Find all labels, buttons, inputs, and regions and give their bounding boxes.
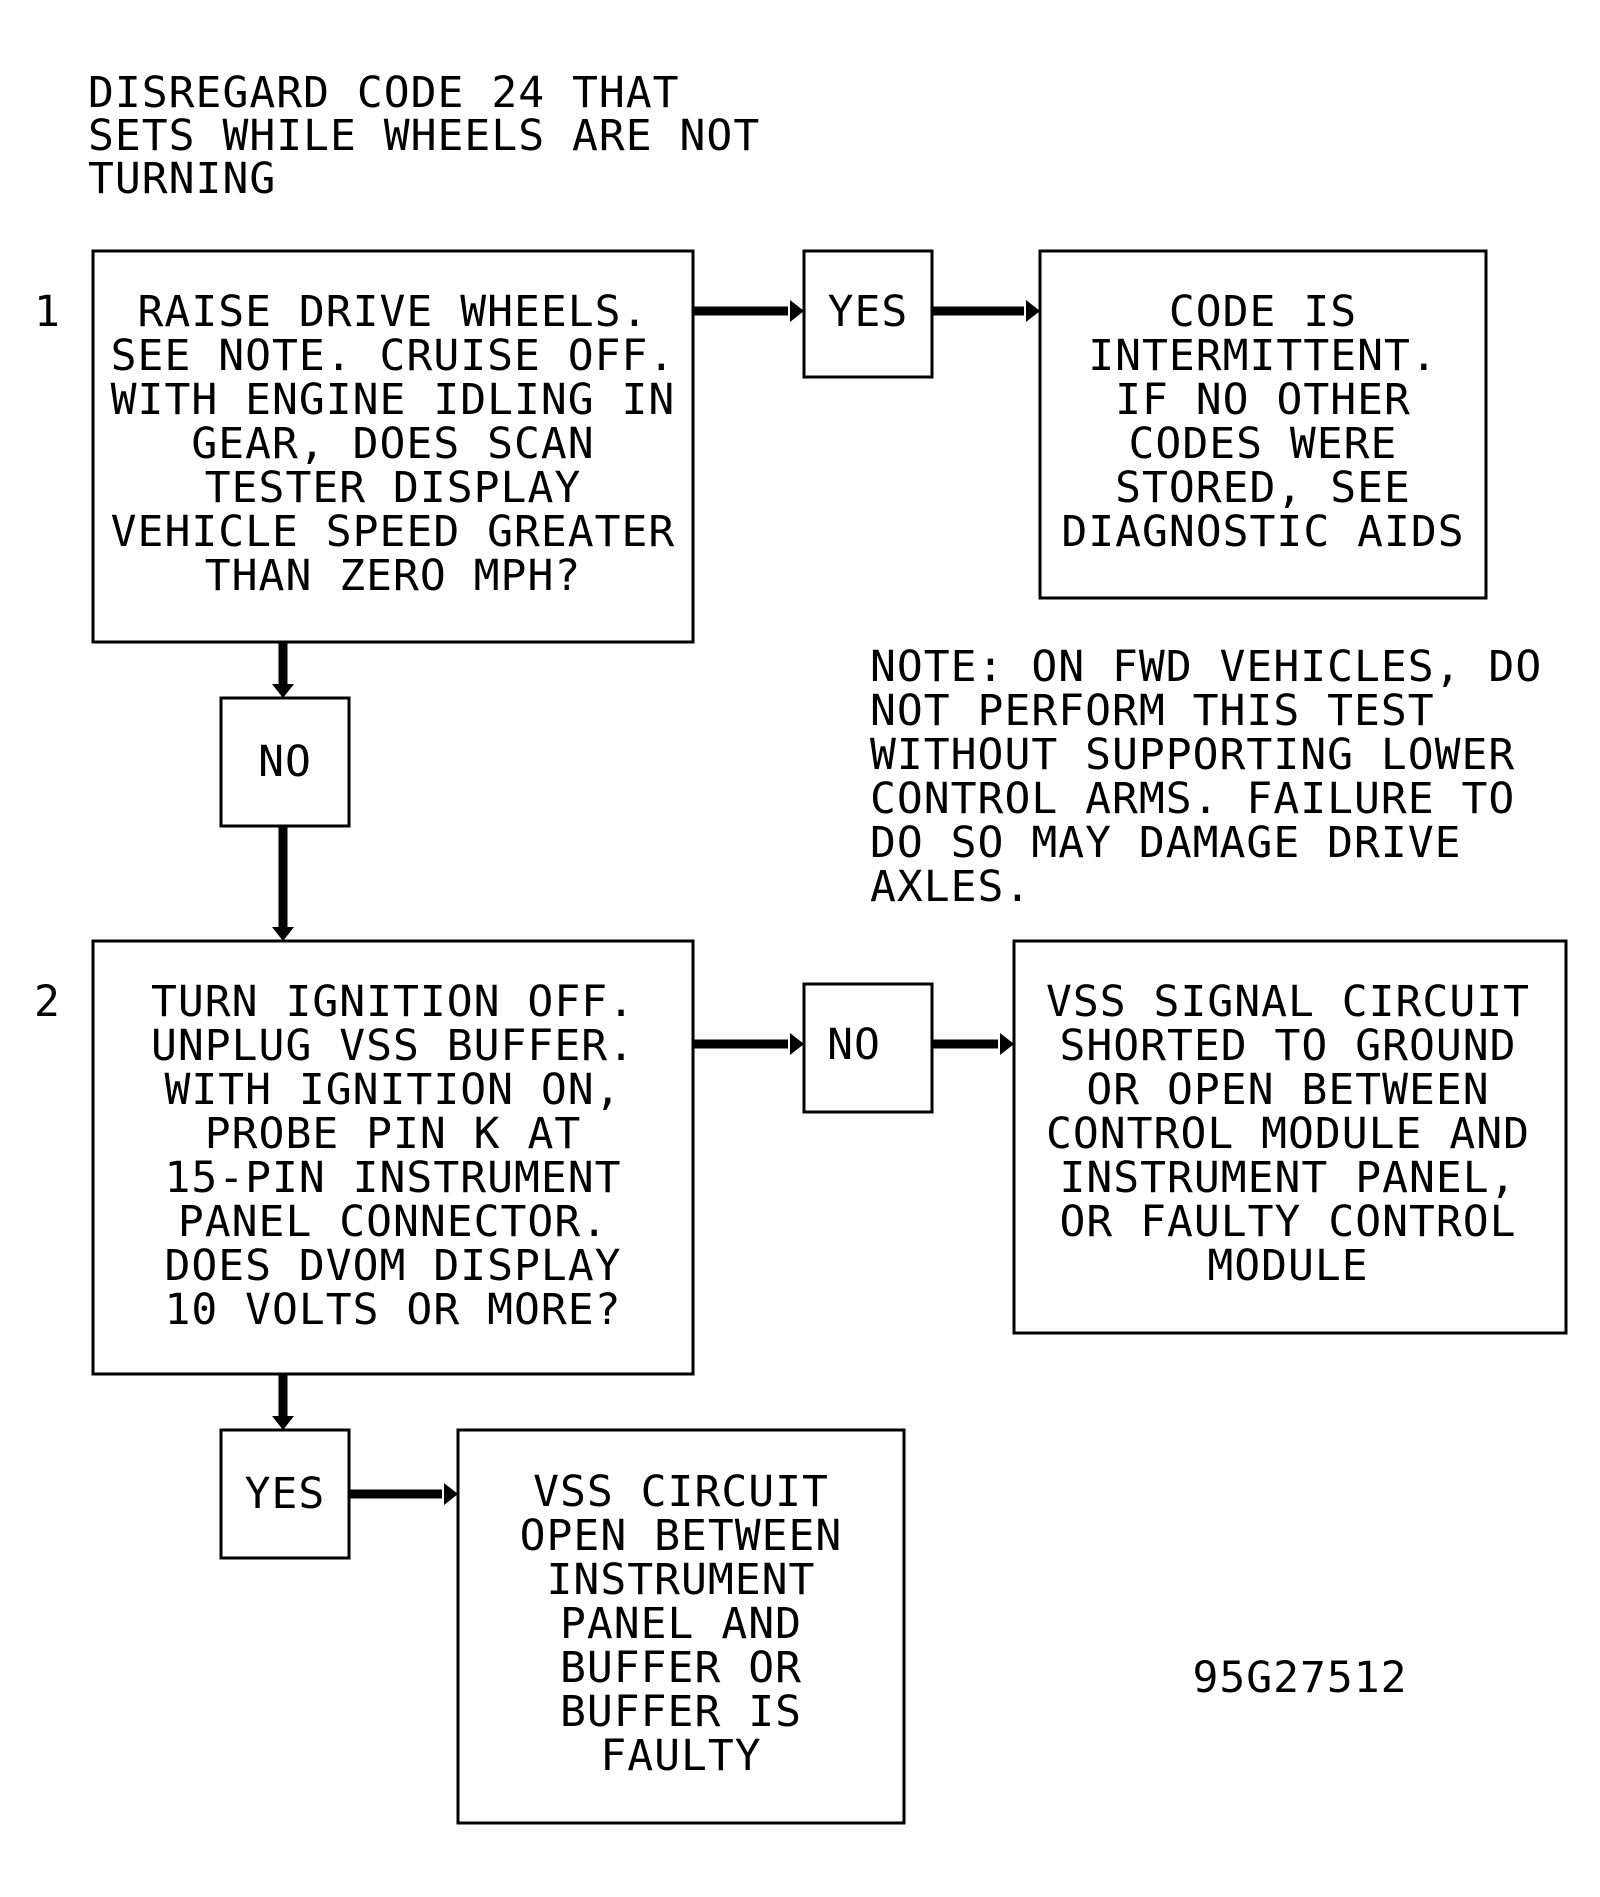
- step-2-text: TURN IGNITION OFF. UNPLUG VSS BUFFER. WI…: [151, 977, 635, 1335]
- result-line: CODES WERE: [1129, 419, 1398, 469]
- step-1-line: VEHICLE SPEED GREATER: [111, 507, 676, 557]
- result-line: DIAGNOSTIC AIDS: [1061, 507, 1464, 557]
- step-2-line: UNPLUG VSS BUFFER.: [151, 1021, 635, 1071]
- step-1-text: RAISE DRIVE WHEELS. SEE NOTE. CRUISE OFF…: [111, 287, 676, 601]
- arrowhead: [272, 684, 294, 698]
- side-note-line: NOT PERFORM THIS TEST: [870, 686, 1435, 736]
- side-note: NOTE: ON FWD VEHICLES, DO NOT PERFORM TH…: [870, 642, 1542, 912]
- step-2-line: PANEL CONNECTOR.: [178, 1197, 608, 1247]
- step-2-no-label: NO: [827, 1020, 881, 1070]
- header-note-line: DISREGARD CODE 24 THAT: [88, 68, 680, 118]
- step-2-line: 15-PIN INSTRUMENT: [164, 1153, 621, 1203]
- step-2-line: 10 VOLTS OR MORE?: [164, 1285, 621, 1335]
- step-2-box: [91, 939, 695, 1376]
- result-line: STORED, SEE: [1115, 463, 1411, 513]
- side-note-line: WITHOUT SUPPORTING LOWER: [870, 730, 1515, 780]
- step-2-line: WITH IGNITION ON,: [164, 1065, 621, 1115]
- result-line: OR FAULTY CONTROL: [1059, 1197, 1516, 1247]
- step-1-no-label: NO: [258, 737, 312, 787]
- step-1-line: RAISE DRIVE WHEELS.: [138, 287, 649, 337]
- figure-id: 95G27512: [1192, 1653, 1407, 1703]
- step-2-line: DOES DVOM DISPLAY: [164, 1241, 621, 1291]
- step-2-number: 2: [34, 977, 61, 1027]
- step-1-line: WITH ENGINE IDLING IN: [111, 375, 676, 425]
- result-line: INSTRUMENT PANEL,: [1059, 1153, 1516, 1203]
- step-1-yes-result-text: CODE IS INTERMITTENT. IF NO OTHER CODES …: [1061, 287, 1464, 557]
- step-2-line: TURN IGNITION OFF.: [151, 977, 635, 1027]
- result-line: IF NO OTHER: [1115, 375, 1411, 425]
- result-line: PANEL AND: [560, 1599, 802, 1649]
- result-line: OPEN BETWEEN: [520, 1511, 843, 1561]
- arrowhead: [1000, 1033, 1014, 1055]
- result-line: SHORTED TO GROUND: [1059, 1021, 1516, 1071]
- step-1-box: [91, 249, 695, 644]
- step-2-line: PROBE PIN K AT: [205, 1109, 581, 1159]
- result-line: FAULTY: [600, 1731, 761, 1781]
- result-line: CONTROL MODULE AND: [1046, 1109, 1530, 1159]
- step-2-yes-result-text: VSS CIRCUIT OPEN BETWEEN INSTRUMENT PANE…: [520, 1467, 843, 1781]
- step-2-no-box: [802, 982, 934, 1114]
- step-1-yes-box: [802, 249, 934, 379]
- arrowhead: [272, 1416, 294, 1430]
- step-2-no-result-text: VSS SIGNAL CIRCUIT SHORTED TO GROUND OR …: [1046, 977, 1530, 1291]
- header-note-line: SETS WHILE WHEELS ARE NOT: [88, 111, 760, 161]
- result-line: CODE IS: [1169, 287, 1357, 337]
- step-1-line: GEAR, DOES SCAN: [191, 419, 594, 469]
- step-1-no-box: [219, 696, 351, 828]
- result-line: BUFFER OR: [560, 1643, 802, 1693]
- side-note-line: AXLES.: [870, 862, 1031, 912]
- side-note-line: NOTE: ON FWD VEHICLES, DO: [870, 642, 1542, 692]
- arrowhead: [790, 300, 804, 322]
- arrowhead: [444, 1483, 458, 1505]
- result-line: BUFFER IS: [560, 1687, 802, 1737]
- step-2-yes-result-box: [456, 1428, 906, 1825]
- result-line: VSS CIRCUIT: [533, 1467, 829, 1517]
- result-line: INSTRUMENT: [547, 1555, 816, 1605]
- step-1-yes-result-box: [1038, 249, 1488, 600]
- step-1-line: THAN ZERO MPH?: [205, 551, 581, 601]
- step-2-yes-label: YES: [245, 1469, 326, 1519]
- step-2-no-result-box: [1012, 939, 1568, 1335]
- step-1-line: TESTER DISPLAY: [205, 463, 581, 513]
- result-line: MODULE: [1207, 1241, 1368, 1291]
- result-line: VSS SIGNAL CIRCUIT: [1046, 977, 1530, 1027]
- arrowhead: [790, 1033, 804, 1055]
- side-note-line: DO SO MAY DAMAGE DRIVE: [870, 818, 1462, 868]
- result-line: OR OPEN BETWEEN: [1086, 1065, 1489, 1115]
- header-note: DISREGARD CODE 24 THAT SETS WHILE WHEELS…: [88, 68, 760, 204]
- arrowhead: [1026, 300, 1040, 322]
- result-line: INTERMITTENT.: [1088, 331, 1438, 381]
- step-1-yes-label: YES: [828, 287, 909, 337]
- step-1-number: 1: [34, 287, 61, 337]
- header-note-line: TURNING: [88, 154, 276, 204]
- arrowhead: [272, 927, 294, 941]
- step-1-line: SEE NOTE. CRUISE OFF.: [111, 331, 676, 381]
- side-note-line: CONTROL ARMS. FAILURE TO: [870, 774, 1515, 824]
